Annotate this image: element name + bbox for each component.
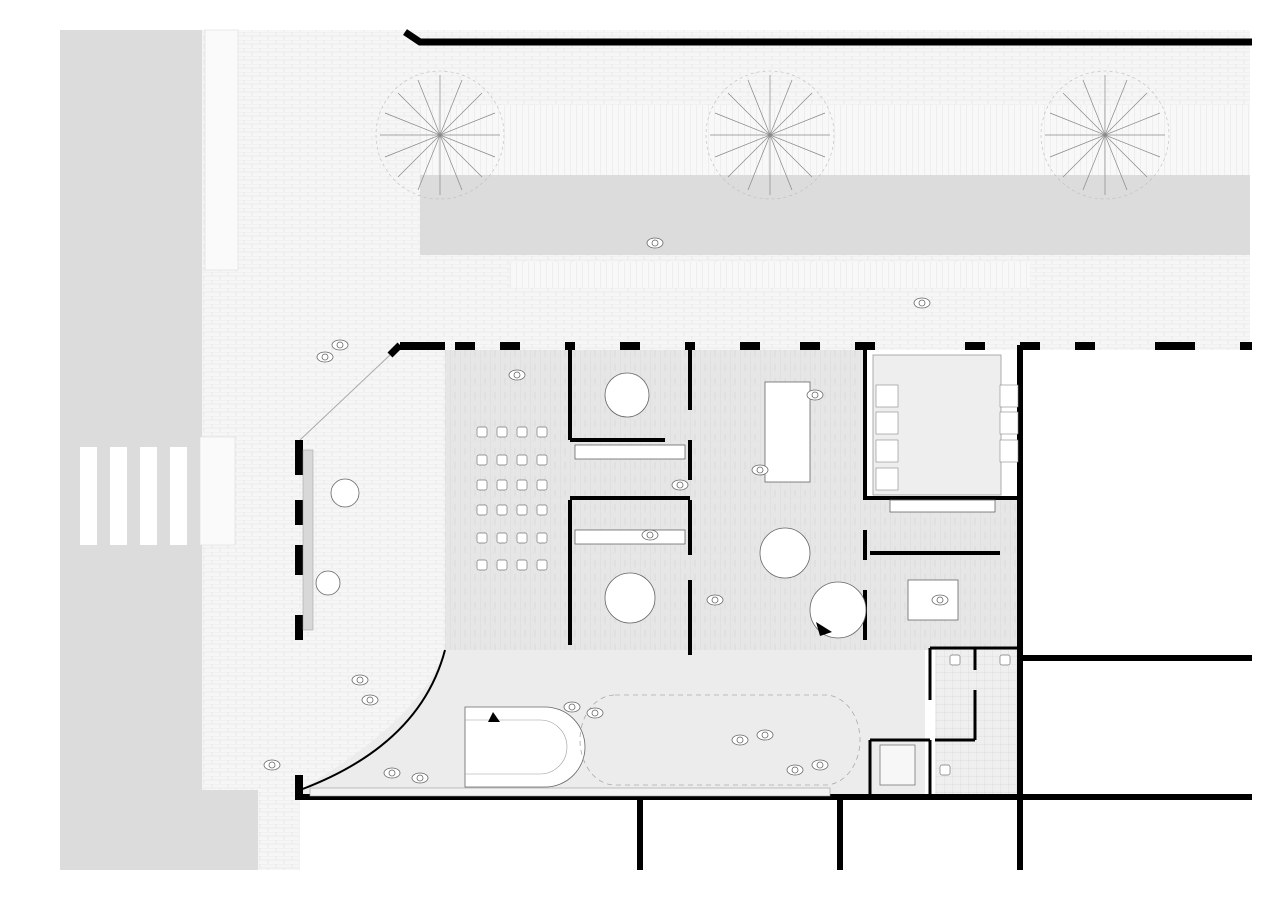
desk-icon — [574, 529, 686, 545]
outdoor-table-icon — [315, 570, 341, 596]
street-median — [420, 175, 1250, 255]
person-icon — [331, 339, 349, 351]
sidewalk-paving-west — [200, 340, 300, 870]
kitchenette — [879, 744, 916, 786]
curved-glazing — [299, 649, 446, 791]
lounge-area — [579, 694, 861, 786]
toilet-icon — [949, 654, 961, 666]
curb-strip — [204, 29, 239, 271]
table-icon — [604, 572, 656, 624]
lobby-floor — [300, 650, 925, 797]
parking-strip — [510, 262, 1030, 288]
crosswalk — [80, 447, 187, 545]
road-corner — [200, 790, 258, 870]
toilet-icon — [999, 654, 1011, 666]
structural-walls — [637, 797, 1023, 870]
west-facade — [295, 440, 303, 800]
planting-strip — [420, 105, 1250, 175]
person-icon — [316, 351, 334, 363]
interior-walls — [568, 345, 1020, 655]
outdoor-table-icon — [330, 478, 360, 508]
desk-icon — [889, 499, 996, 513]
spiral-staircase-icon — [809, 581, 867, 639]
toilet-icon — [939, 764, 951, 776]
glazing — [299, 354, 391, 441]
table-icon — [604, 372, 650, 418]
person-icon — [646, 237, 664, 249]
table-icon — [764, 381, 811, 483]
storage-shelves — [875, 384, 1019, 491]
planter — [302, 449, 314, 631]
restroom-walls — [868, 646, 1020, 797]
table-icon — [759, 527, 811, 579]
planting-bed — [309, 787, 831, 797]
desk-icon — [574, 444, 686, 460]
staircase-icon — [464, 706, 586, 788]
north-wall — [403, 29, 1252, 46]
office-floor — [865, 500, 1020, 650]
person-icon — [913, 297, 931, 309]
crosswalk-landing — [199, 436, 236, 546]
